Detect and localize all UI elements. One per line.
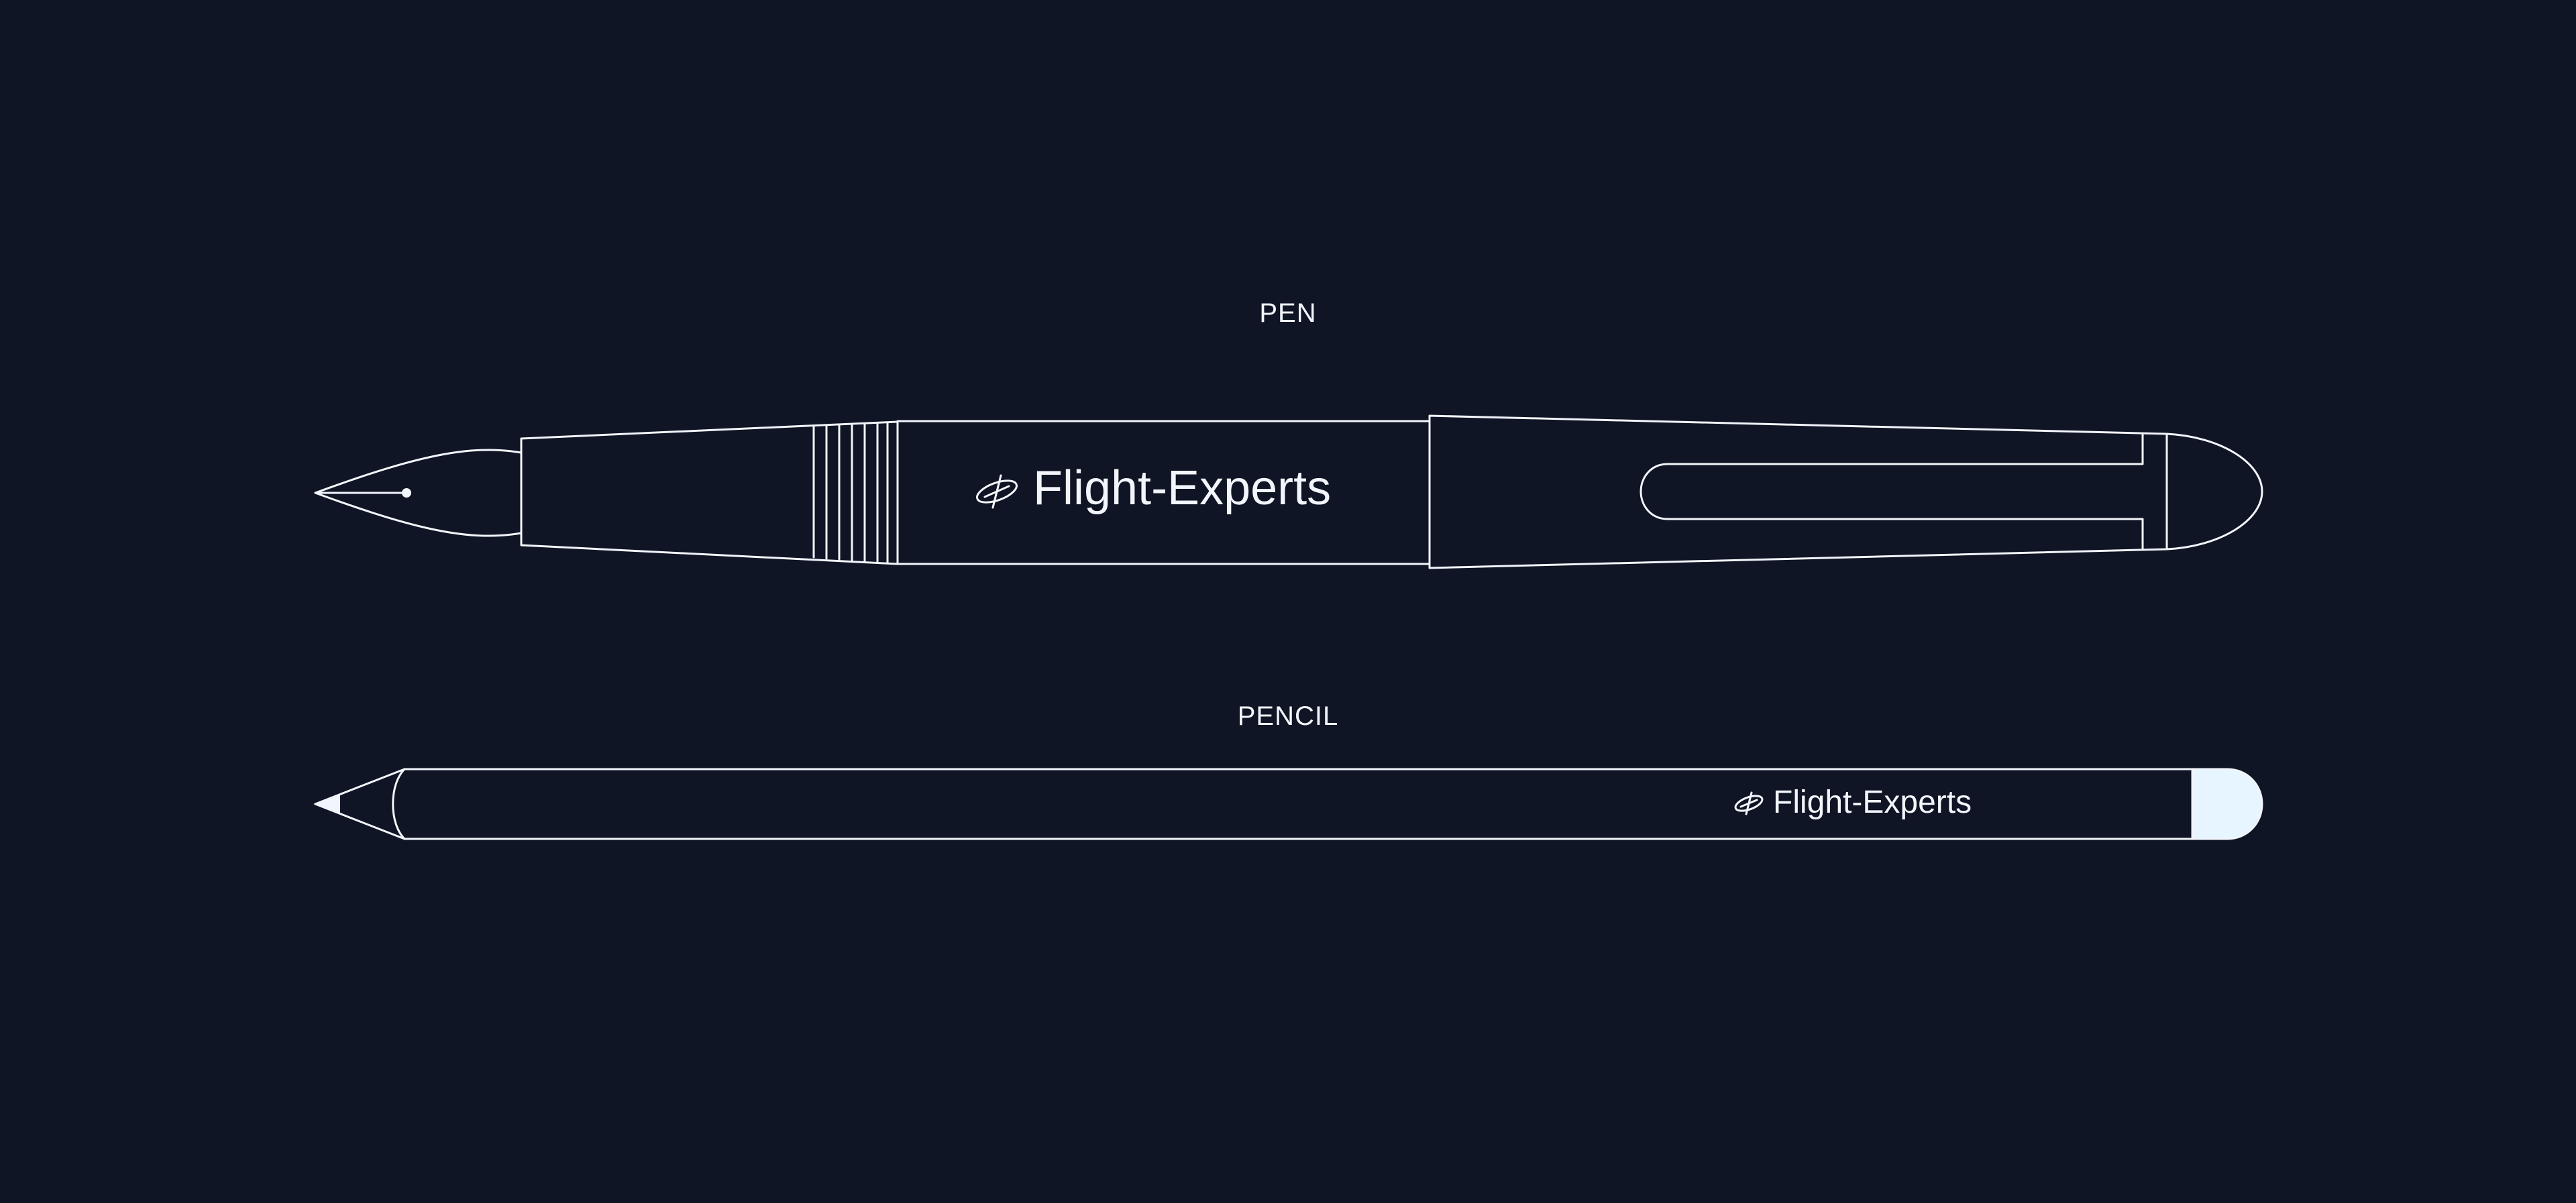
pen-illustration: Flight-Experts (314, 414, 2263, 569)
pen-section-label: PEN (1259, 298, 1317, 328)
pen-cap (1428, 414, 2263, 569)
pen-nib (314, 449, 523, 537)
pencil-brand-name: Flight-Experts (1773, 785, 1972, 820)
pencil-tip (313, 768, 406, 840)
orbit-plane-icon (1734, 791, 1764, 815)
pen-grip-ribs (812, 421, 889, 564)
pencil-eraser (2191, 768, 2263, 840)
pen-clip (1640, 433, 2144, 551)
pencil-logo: Flight-Experts (1734, 785, 1972, 820)
pen-brand-name: Flight-Experts (1033, 461, 1331, 515)
pen-grip (520, 420, 899, 565)
orbit-plane-icon (976, 474, 1018, 509)
pencil-illustration: Flight-Experts (313, 768, 2263, 840)
pen-barrel-logo: Flight-Experts (976, 461, 1331, 515)
pencil-section-label: PENCIL (1237, 701, 1339, 731)
